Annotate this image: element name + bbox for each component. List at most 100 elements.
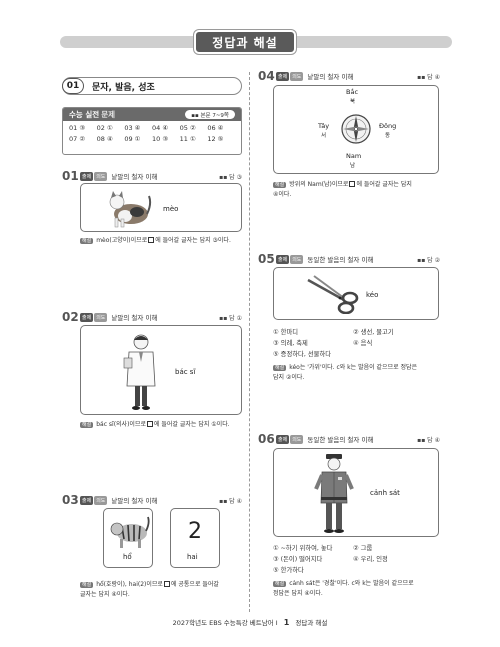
tiger-illustration: [110, 516, 150, 548]
tag-b: 의도: [94, 495, 108, 505]
doctor-illustration: [123, 334, 156, 410]
tag-a: 출제: [80, 312, 94, 322]
number-two: 2: [188, 519, 202, 544]
problem-answer: ▪▪ 답 ④: [417, 73, 440, 81]
problem-04-box: Bắc 북 Tây 서 Đông 동 Nam 남: [273, 85, 439, 174]
problem-05-options: ① 한마디 ② 생선, 물고기 ③ 의례, 축제 ④ 음식 ⑤ 증정하다, 선물…: [273, 327, 443, 358]
option-item: ① 한마디: [273, 329, 299, 336]
explanation-tag: 해설: [80, 238, 94, 244]
explanation-text: hổ(호랑이), hai(2)이므로: [96, 581, 163, 588]
problem-title: 낱말의 철자 이해: [111, 314, 158, 322]
footer-book-title: 2027학년도 EBS 수능특강 베트남어 I: [172, 619, 278, 627]
answer-key-item: 08 ④: [96, 135, 113, 143]
problem-number: 01: [62, 169, 79, 183]
compass-south: Nam: [346, 152, 362, 160]
answer-key-item: 04 ④: [151, 124, 169, 132]
compass-south-kr: 남: [350, 163, 356, 169]
explanation-text: cảnh sát은 '경찰'이다. c와 k는 발음이 같으므로: [289, 580, 414, 587]
scissors-illustration: [307, 275, 359, 314]
problem-06-box: cảnh sát: [273, 448, 439, 537]
explanation-tag: 해설: [273, 182, 287, 188]
answer-key-item: 12 ⑤: [207, 135, 224, 143]
explanation-text: 글자는 답지 ④이다.: [80, 591, 130, 598]
explanation-text: 에 들어갈 글자는 답지 ③이다.: [155, 237, 231, 244]
option-item: ⑤ 증정하다, 선물하다: [273, 351, 331, 358]
page-number: 1: [283, 618, 290, 627]
explanation-text: 에 들어갈 글자는 답지: [356, 181, 412, 188]
problem-title: 낱말의 철자 이해: [111, 497, 158, 505]
problem-number: 03: [62, 493, 79, 507]
tiger-card: hổ: [103, 508, 153, 568]
tag-b: 의도: [290, 71, 304, 81]
option-item: ④ 음식: [353, 340, 373, 347]
option-item: ② 생선, 물고기: [353, 329, 394, 336]
problem-answer: ▪▪ 답 ④: [417, 436, 440, 444]
answer-key-grid: 01 ③ 02 ① 03 ④ 04 ④ 05 ② 06 ④ 07 ② 08 ④ …: [63, 121, 241, 143]
tag-a: 출제: [276, 71, 290, 81]
answer-key-box: 수능 실전 문제 ▪▪ 본문 7~9쪽 01 ③ 02 ① 03 ④ 04 ④ …: [62, 107, 242, 155]
option-item: ⑤ 한가하다: [273, 567, 304, 574]
option-item: ③ (돈이) 떨어지다: [273, 556, 323, 563]
problem-number: 04: [258, 69, 275, 83]
number-card: 2 hai: [170, 508, 220, 568]
column-divider: [249, 72, 250, 612]
answer-key-title-sub: 문제: [101, 110, 116, 119]
problem-answer: ▪▪ 답 ③: [219, 173, 242, 181]
answer-key-item: 03 ④: [124, 124, 141, 132]
explanation-text: 에 공통으로 들어갈: [170, 581, 219, 588]
explanation-text: kéo는 '가위'이다. c와 k는 발음이 같으므로 정답은: [289, 364, 418, 371]
section-number: 01: [62, 78, 84, 94]
vocab-word: hổ: [123, 553, 132, 561]
answer-key-item: 10 ③: [151, 135, 169, 143]
problem-05-box: kéo: [273, 267, 439, 320]
compass-east: Đông: [379, 122, 397, 130]
answer-key-item: 09 ①: [124, 135, 141, 143]
cat-illustration: [109, 191, 152, 228]
option-item: ② 그룹: [353, 545, 373, 552]
option-item: ① ~하기 위하여, 놓다: [273, 545, 333, 552]
footer-section: 정답과 해설: [295, 619, 328, 627]
compass-icon: [341, 114, 371, 144]
vocab-word: bác sĩ: [175, 368, 196, 376]
vocab-word: kéo: [366, 291, 379, 299]
answer-key-item: 01 ③: [69, 124, 86, 132]
answer-key-item: 07 ②: [69, 135, 86, 143]
problem-02-box: bác sĩ: [80, 325, 242, 415]
vocab-word: cảnh sát: [370, 489, 400, 497]
blank-box-icon: [146, 421, 153, 427]
explanation-text: 답지 ②이다.: [273, 374, 305, 381]
explanation-text: bác sĩ(의사)이므로: [96, 421, 146, 428]
blank-box-icon: [148, 237, 155, 243]
vocab-word: hai: [187, 553, 198, 561]
problem-answer: ▪▪ 답 ④: [219, 497, 242, 505]
problem-title: 낱말의 철자 이해: [307, 73, 354, 81]
answer-key-page-ref: ▪▪ 본문 7~9쪽: [185, 110, 235, 119]
problem-number: 05: [258, 252, 275, 266]
problem-06-options: ① ~하기 위하여, 놓다 ② 그룹 ③ (돈이) 떨어지다 ④ 우리, 인정 …: [273, 543, 443, 574]
tag-a: 출제: [80, 171, 94, 181]
option-item: ④ 우리, 인정: [353, 556, 388, 563]
explanation-tag: 해설: [273, 581, 287, 587]
page-footer: 2027학년도 EBS 수능특강 베트남어 I 1 정답과 해설: [0, 617, 500, 627]
explanation-tag: 해설: [80, 582, 94, 588]
tag-b: 의도: [94, 171, 108, 181]
problem-number: 06: [258, 432, 275, 446]
blank-box-icon: [349, 181, 356, 187]
problem-answer: ▪▪ 답 ①: [219, 314, 242, 322]
compass-north-kr: 북: [350, 99, 356, 105]
tag-a: 출제: [276, 254, 290, 264]
answer-key-header: 수능 실전 문제 ▪▪ 본문 7~9쪽: [63, 108, 241, 121]
explanation-text: mèo(고양이)이므로: [96, 237, 148, 244]
explanation-text: 에 들어갈 글자는 답지 ①이다.: [153, 421, 230, 428]
